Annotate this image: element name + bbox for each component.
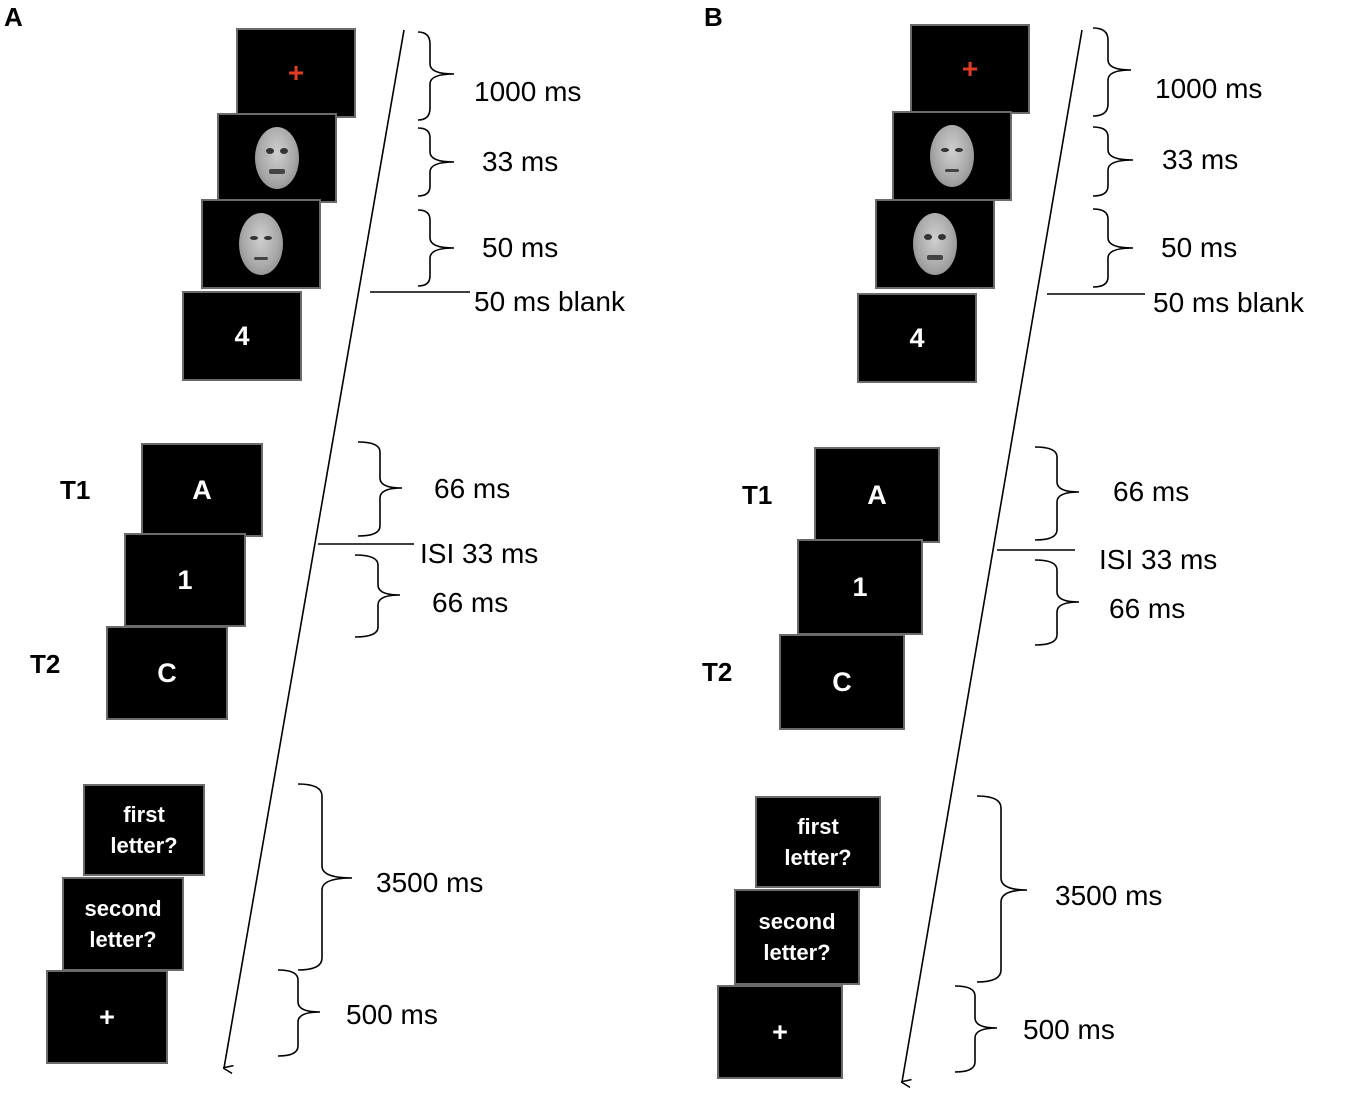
timing-end-fixation: 500 ms (346, 999, 438, 1030)
fixation-screen: + (910, 24, 1030, 114)
neutral-face-image (239, 213, 283, 275)
distractor-screen: 1 (124, 533, 246, 627)
brace-500 (954, 985, 998, 1073)
brace-50 (1092, 208, 1134, 288)
timing-blank: 50 ms blank (474, 286, 625, 317)
mask-face-screen (201, 199, 321, 289)
panel-label: B (704, 2, 723, 32)
t1-letter: A (867, 479, 887, 510)
brace-500 (277, 969, 321, 1057)
brace-1000 (417, 31, 455, 121)
end-fixation-screen: + (46, 970, 168, 1064)
t2-label: T2 (30, 649, 61, 679)
timing-t2: 66 ms (1109, 593, 1186, 624)
digit-stimulus: 4 (234, 320, 250, 351)
brace-3500 (976, 795, 1028, 983)
t2-screen: C (106, 626, 228, 720)
mask-face-screen (875, 199, 995, 289)
prime-face-screen (892, 111, 1012, 201)
timing-t1: 66 ms (434, 473, 511, 504)
brace-1000 (1092, 27, 1132, 117)
brace-66-t2 (354, 554, 401, 638)
timing-mask: 50 ms (482, 232, 559, 263)
t2-letter: C (832, 666, 852, 697)
timing-response: 3500 ms (376, 867, 484, 898)
panel-b: B + 4 T1 A 1 T2 (675, 0, 1350, 1101)
timing-response: 3500 ms (1055, 880, 1163, 911)
prime-face-screen (217, 113, 337, 203)
timing-prime: 33 ms (1162, 144, 1239, 175)
digit-screen: 4 (182, 291, 302, 381)
timing-t1: 66 ms (1113, 476, 1190, 507)
timing-mask: 50 ms (1161, 232, 1238, 263)
panel-a: A + 4 T1 A 1 T2 (0, 2, 625, 1101)
white-fixation-cross: + (99, 1001, 115, 1032)
distractor-screen: 1 (797, 539, 923, 635)
digit-screen: 4 (857, 293, 977, 383)
brace-66-t1 (357, 441, 403, 537)
brace-33 (417, 127, 455, 197)
timing-isi: ISI 33 ms (1099, 544, 1218, 575)
timeline-graphics (675, 27, 1145, 1101)
t2-letter: C (157, 657, 177, 688)
white-fixation-cross: + (772, 1016, 788, 1047)
fearful-face-image (913, 213, 957, 275)
t2-label: T2 (702, 657, 733, 687)
panel-label: A (4, 2, 23, 32)
t1-label: T1 (60, 475, 91, 505)
t1-label: T1 (742, 480, 773, 510)
timing-end-fixation: 500 ms (1023, 1014, 1115, 1045)
digit-stimulus: 4 (909, 322, 925, 353)
fixation-screen: + (236, 28, 356, 118)
time-arrow (902, 29, 1083, 1082)
timing-t2: 66 ms (432, 587, 509, 618)
red-fixation-cross: + (287, 57, 305, 88)
timing-fixation: 1000 ms (474, 76, 582, 107)
brace-33 (1092, 126, 1134, 197)
timing-fixation: 1000 ms (1155, 73, 1263, 104)
timing-blank: 50 ms blank (1153, 287, 1304, 318)
brace-50 (417, 209, 455, 287)
t1-letter: A (192, 474, 212, 505)
fearful-face-image (255, 127, 299, 189)
braces (277, 31, 455, 1057)
neutral-face-image (930, 125, 974, 187)
brace-3500 (297, 783, 353, 971)
distractor-digit: 1 (177, 564, 193, 595)
t1-screen: A (814, 447, 940, 543)
end-fixation-screen: + (717, 985, 843, 1079)
t1-screen: A (141, 443, 263, 537)
timing-prime: 33 ms (482, 146, 559, 177)
braces (954, 27, 1134, 1073)
timeline-graphics (0, 29, 470, 1101)
time-arrow (224, 29, 405, 1068)
t2-screen: C (779, 634, 905, 730)
timing-isi: ISI 33 ms (420, 538, 539, 569)
brace-66-t2 (1034, 559, 1080, 646)
brace-66-t1 (1034, 446, 1080, 541)
distractor-digit: 1 (852, 571, 868, 602)
red-fixation-cross: + (961, 53, 979, 84)
